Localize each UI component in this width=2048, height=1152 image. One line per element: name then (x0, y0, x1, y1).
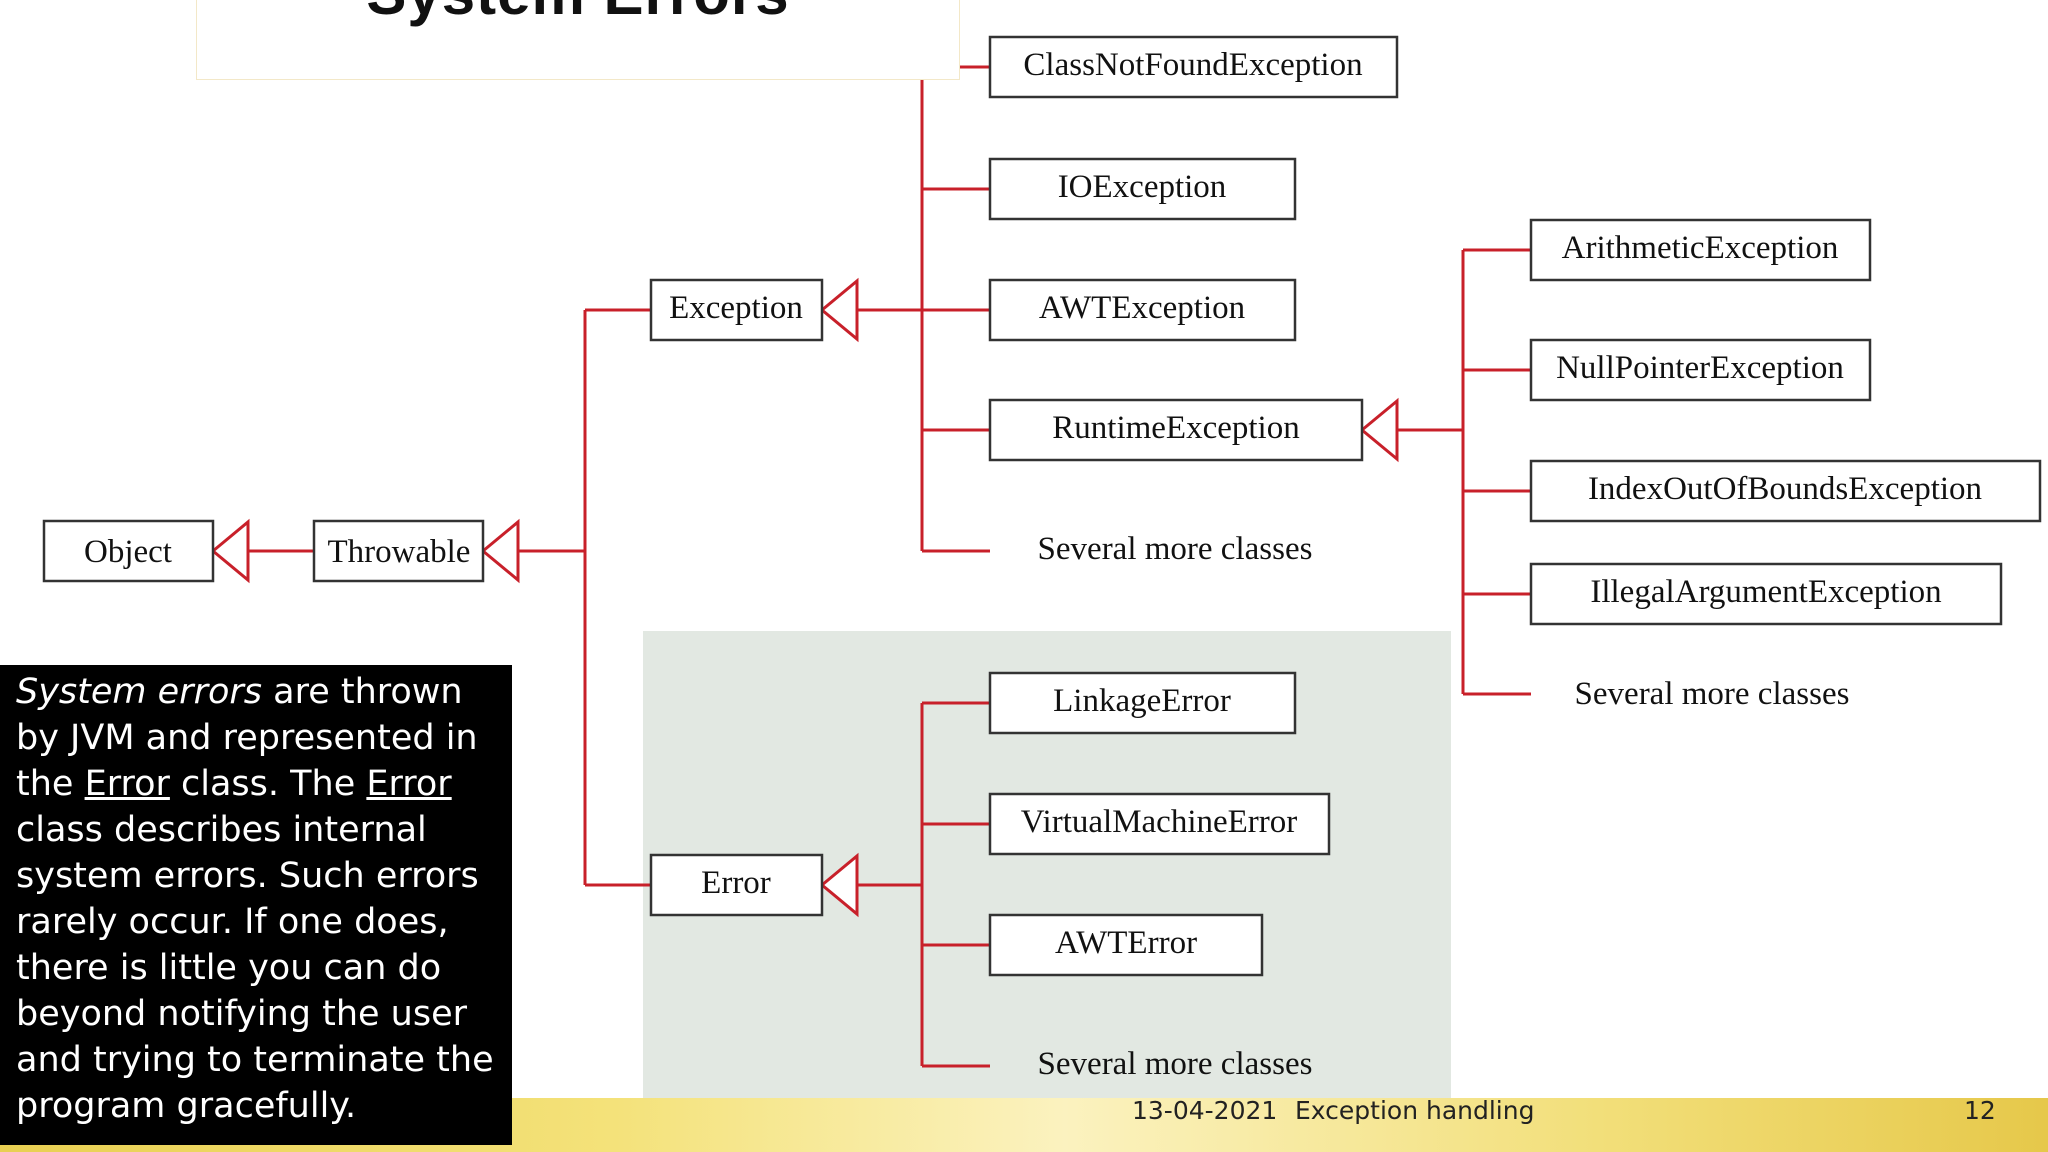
footer-date: 13-04-2021 (1132, 1096, 1278, 1125)
object-box (42, 519, 215, 583)
exception-box (649, 278, 824, 342)
awtexception-label: AWTException (1039, 290, 1245, 326)
illegalargument-label: IllegalArgumentException (1590, 574, 1941, 610)
callout-text-3: class describes internal system errors. … (16, 810, 494, 1126)
classnotfound-label: ClassNotFoundException (1023, 47, 1362, 83)
error-label: Error (701, 865, 771, 901)
callout-text-1: are thrown by JVM and represented in the (16, 672, 478, 804)
runtimeexception-box (988, 398, 1364, 462)
ioexception-box (988, 157, 1297, 221)
illegalargument-box (1529, 562, 2003, 626)
callout-text-2: class. The (169, 764, 367, 804)
arrowhead-runtime (1359, 397, 1399, 463)
nullpointer-label: NullPointerException (1556, 350, 1844, 386)
class-boxes (42, 35, 2042, 977)
linkageerror-box (988, 671, 1297, 735)
linkageerror-label: LinkageError (1053, 683, 1231, 719)
arrowhead-throwable (480, 518, 520, 584)
awterror-label: AWTError (1055, 925, 1197, 961)
object-label: Object (84, 534, 172, 570)
arrowhead-error (819, 852, 859, 918)
indexoutofbounds-label: IndexOutOfBoundsException (1588, 471, 1982, 507)
classnotfound-box (988, 35, 1399, 99)
exception-more-label: Several more classes (1038, 531, 1313, 567)
footer-page-number: 12 (1964, 1096, 1996, 1125)
nullpointer-box (1529, 338, 1872, 402)
arrowhead-object (210, 518, 250, 584)
error-box (649, 853, 824, 917)
title-box: System Errors (196, 0, 960, 80)
arithmetic-box (1529, 218, 1872, 282)
callout-error-ref-1: Error (84, 764, 170, 804)
awterror-box (988, 913, 1264, 977)
ioexception-label: IOException (1058, 169, 1227, 205)
callout-error-ref-2: Error (366, 764, 452, 804)
explanation-callout: System errors are thrown by JVM and repr… (0, 665, 512, 1145)
awtexception-box (988, 278, 1297, 342)
connector-lines (248, 65, 1531, 1068)
error-more-label: Several more classes (1038, 1046, 1313, 1082)
callout-term: System errors (16, 672, 262, 712)
indexoutofbounds-box (1529, 459, 2042, 523)
runtimeexception-label: RuntimeException (1052, 410, 1299, 446)
runtime-more-label: Several more classes (1575, 676, 1850, 712)
arrowhead-exception (819, 277, 859, 343)
virtualmachineerror-box (988, 792, 1331, 856)
virtualmachineerror-label: VirtualMachineError (1021, 804, 1298, 840)
throwable-box (312, 519, 485, 583)
exception-label: Exception (669, 290, 803, 326)
arithmetic-label: ArithmeticException (1562, 230, 1839, 266)
inheritance-arrowheads (210, 277, 1399, 918)
footer-topic: Exception handling (1295, 1096, 1535, 1125)
slide-title: System Errors (197, 0, 959, 28)
throwable-label: Throwable (328, 534, 471, 570)
